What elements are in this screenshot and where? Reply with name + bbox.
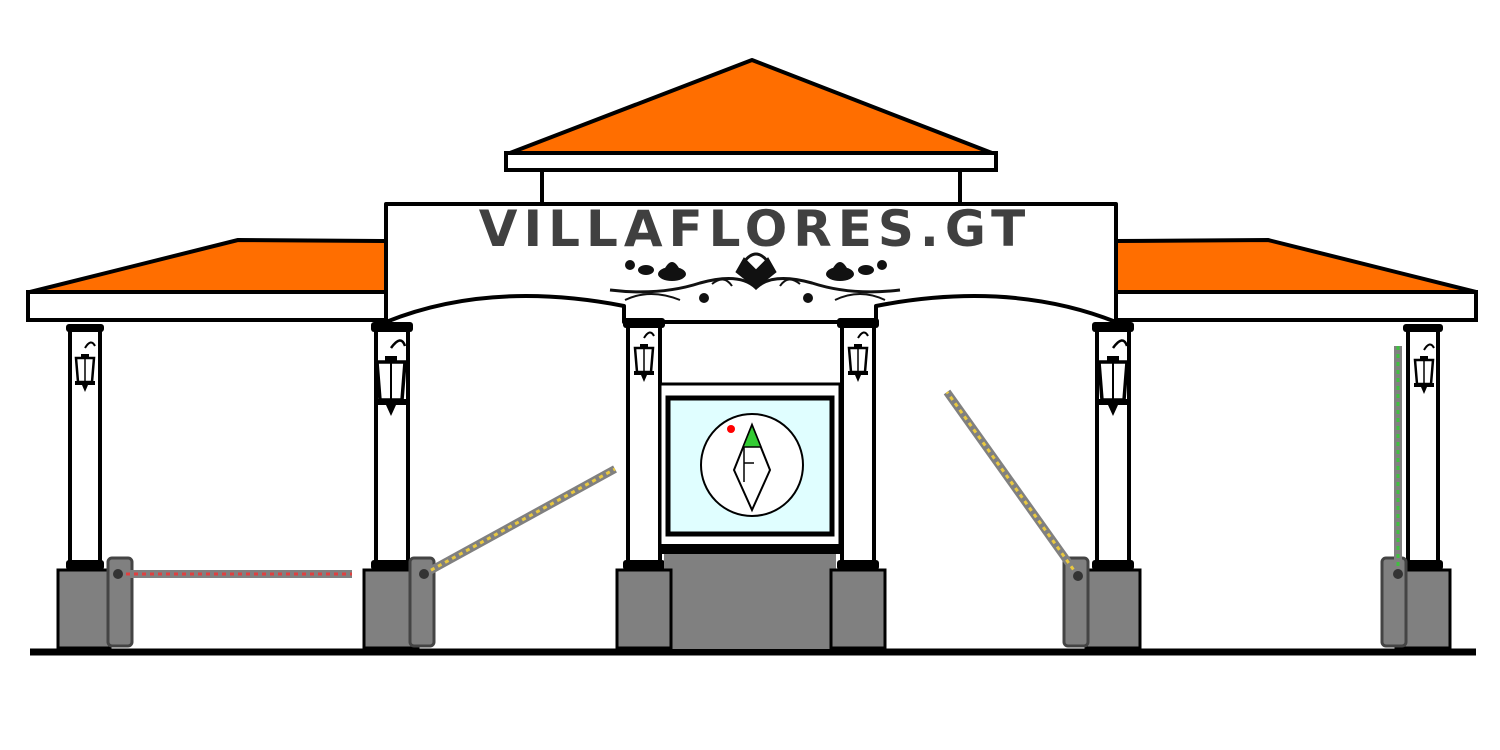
base-1 <box>56 568 112 650</box>
floral-ornament <box>609 252 901 303</box>
barrier-housing-2[interactable] <box>408 556 436 648</box>
barrier-pivot <box>419 569 429 579</box>
right-fascia <box>1112 290 1478 322</box>
right-roof <box>1114 238 1478 294</box>
sign-title: VILLAFLORES.GT <box>479 200 1031 258</box>
barrier-pivot <box>1393 569 1403 579</box>
barrier-housing-3[interactable] <box>1062 556 1090 648</box>
barrier-pivot <box>1073 571 1083 581</box>
booth-ledge <box>660 544 840 554</box>
barrier-arm-3[interactable] <box>943 389 1082 579</box>
central-fascia <box>504 151 998 172</box>
base-4 <box>829 568 887 650</box>
barrier-pivot <box>113 569 123 579</box>
status-dot <box>727 425 735 433</box>
barrier-housing-1[interactable] <box>106 556 134 648</box>
left-roof <box>28 238 390 294</box>
central-roof <box>508 58 994 155</box>
booth-base <box>664 554 836 648</box>
base-3 <box>615 568 673 650</box>
base-5 <box>1084 568 1142 650</box>
compass-icon <box>700 413 804 517</box>
column-4 <box>837 318 879 570</box>
left-fascia <box>26 290 392 322</box>
barrier-arm-2[interactable] <box>422 465 617 578</box>
